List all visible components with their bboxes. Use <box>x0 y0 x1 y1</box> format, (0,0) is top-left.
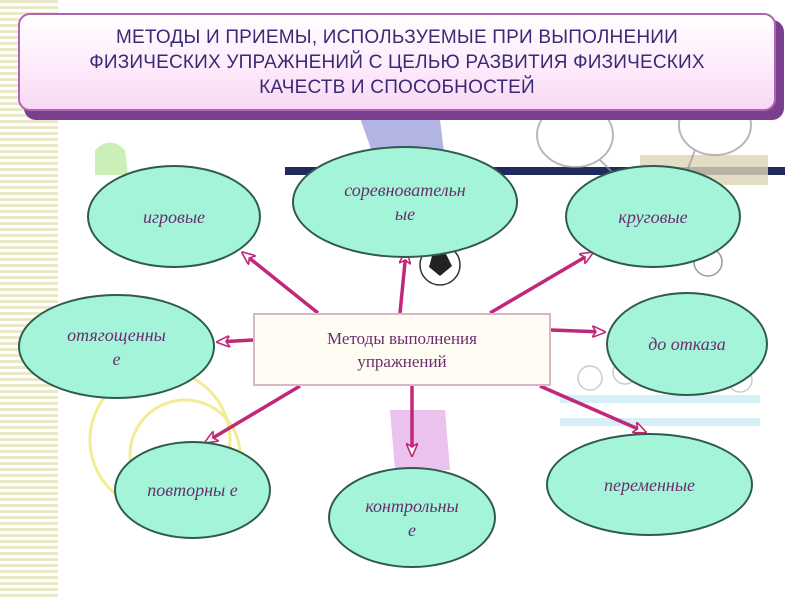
node-kontrolnye: контрольны е <box>328 467 496 568</box>
node-do-otkaza: до отказа <box>606 292 768 396</box>
arrow-to-igrovye <box>243 253 320 315</box>
arrow-to-sorevnovatelnye <box>398 252 406 314</box>
node-igrovye: игровые <box>87 165 261 268</box>
decorative-bar <box>285 167 785 175</box>
node-povtornye: повторны е <box>114 441 271 539</box>
node-sorevnovatelnye: соревновательн ые <box>292 146 518 258</box>
arrow-to-otyagoshchennye <box>218 340 254 342</box>
arrow-to-povtornye <box>206 384 301 442</box>
node-krugovye: круговые <box>565 165 741 268</box>
node-peremennye: переменные <box>546 433 753 536</box>
arrow-to-do-otkaza <box>550 330 604 332</box>
node-otyagoshchennye: отягощенны е <box>18 294 215 399</box>
arrow-to-krugovye <box>489 253 592 315</box>
page-title: МЕТОДЫ И ПРИЕМЫ, ИСПОЛЬЗУЕМЫЕ ПРИ ВЫПОЛН… <box>18 13 776 111</box>
arrow-to-peremennye <box>539 384 645 432</box>
center-node: Методы выполнения упражнений <box>253 313 551 386</box>
